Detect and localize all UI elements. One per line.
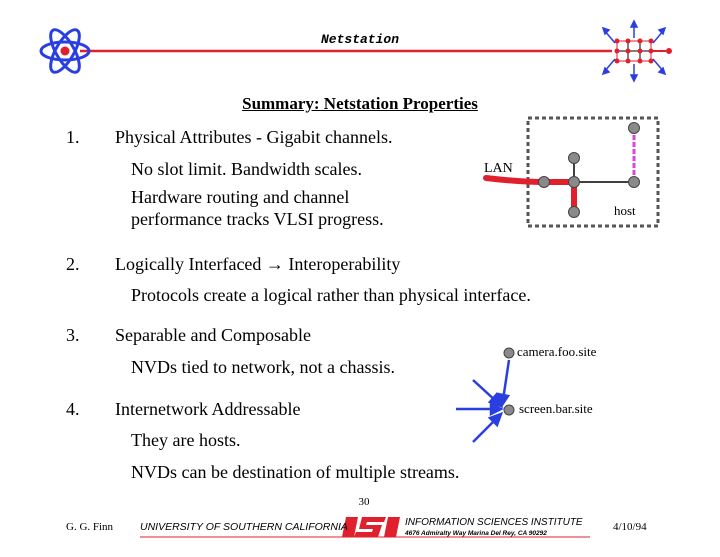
camera-node bbox=[503, 347, 515, 359]
footer-date: 4/10/94 bbox=[613, 521, 647, 533]
item-number: 4. bbox=[66, 399, 80, 419]
network-grid-icon bbox=[601, 19, 672, 83]
item-subline: performance tracks VLSI progress. bbox=[131, 209, 384, 229]
item-heading: Internetwork Addressable bbox=[115, 399, 301, 419]
item-heading: Separable and Composable bbox=[115, 325, 311, 345]
item-heading: Logically Interfaced → Interoperability bbox=[115, 254, 401, 274]
nvd-diagram bbox=[456, 347, 515, 443]
item-subline: NVDs can be destination of multiple stre… bbox=[131, 462, 460, 482]
item-subline: No slot limit. Bandwidth scales. bbox=[131, 159, 362, 179]
item-number: 1. bbox=[66, 127, 80, 147]
screen-node bbox=[503, 404, 515, 416]
network-diagram bbox=[483, 116, 660, 228]
header-title: Netstation bbox=[320, 32, 399, 47]
item-subline: Hardware routing and channel bbox=[131, 187, 350, 207]
item-number: 2. bbox=[66, 254, 80, 274]
host-label: host bbox=[614, 203, 636, 218]
item-subline: Protocols create a logical rather than p… bbox=[131, 285, 531, 305]
item-subline: NVDs tied to network, not a chassis. bbox=[131, 357, 395, 377]
footer-institute: INFORMATION SCIENCES INSTITUTE bbox=[405, 517, 583, 528]
isi-logo bbox=[342, 517, 400, 537]
slide-title: Summary: Netstation Properties bbox=[242, 94, 478, 113]
chassis-outline bbox=[526, 116, 660, 228]
atom-icon bbox=[39, 28, 91, 74]
footer-address: 4676 Admiralty Way Marina Del Rey, CA 90… bbox=[405, 530, 547, 537]
item-number: 3. bbox=[66, 325, 80, 345]
lan-label: LAN bbox=[484, 161, 513, 176]
item-heading: Physical Attributes - Gigabit channels. bbox=[115, 127, 393, 147]
lan-link bbox=[483, 175, 547, 185]
screen-label: screen.bar.site bbox=[519, 401, 593, 416]
camera-label: camera.foo.site bbox=[517, 344, 597, 359]
item-subline: They are hosts. bbox=[131, 430, 241, 450]
footer-university: UNIVERSITY OF SOUTHERN CALIFORNIA bbox=[140, 521, 348, 533]
footer-author: G. G. Finn bbox=[66, 521, 114, 533]
page-number: 30 bbox=[358, 496, 370, 508]
